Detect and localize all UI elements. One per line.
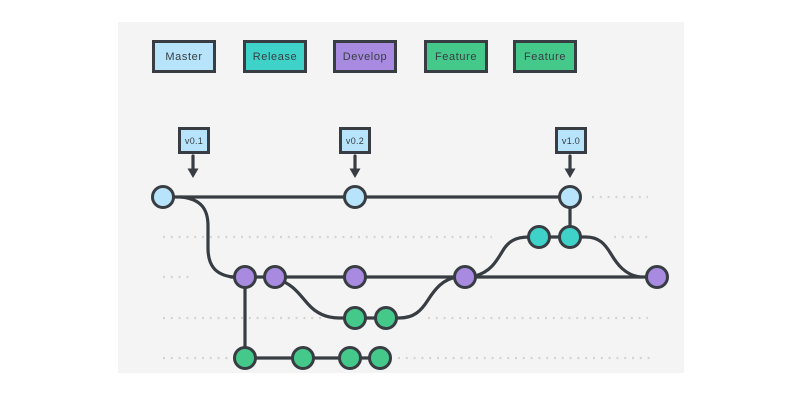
commit-develop [263,265,287,289]
legend-item-develop: Develop [333,40,397,73]
down-arrow-icon [349,168,361,178]
tag-label: v0.1 [184,135,204,146]
merge-curve-feature1-to-develop [384,275,459,320]
tag-v0.1: v0.1 [178,127,210,154]
tag-v1.0: v1.0 [555,127,587,154]
legend-item-release: Release [243,40,307,73]
commit-master [558,185,582,209]
branch-curve-develop-to-feature1 [275,277,395,320]
commit-develop [233,265,257,289]
legend-label: Feature [523,50,567,63]
commit-develop [453,265,477,289]
commit-release [527,225,551,249]
commits-layer [151,185,669,370]
merge-curve-release-to-develop [568,235,642,279]
commit-release [558,225,582,249]
tag-v0.2: v0.2 [339,127,371,154]
tag-label: v0.2 [345,135,365,146]
branch-curve-master-to-develop [179,195,235,279]
commit-feature [233,346,257,370]
down-arrow-icon [187,168,199,178]
commit-master [343,185,367,209]
commit-feature [374,306,398,330]
legend-item-feature-1: Feature [424,40,488,73]
commit-feature [368,346,392,370]
commit-feature [343,306,367,330]
down-arrow-icon [564,168,576,178]
legend-label: Release [252,50,298,63]
commit-feature [291,346,315,370]
commit-develop [645,265,669,289]
legend-label: Master [165,50,203,63]
commit-develop [343,265,367,289]
dotted-lane-lines [163,195,650,360]
branch-curve-develop-to-release [473,235,572,278]
tag-arrows [187,154,576,178]
legend-item-feature-2: Feature [513,40,577,73]
branch-lines [161,195,659,360]
tag-label: v1.0 [561,135,581,146]
commit-master [151,185,175,209]
legend-item-master: Master [152,40,216,73]
commit-feature [338,346,362,370]
legend-label: Develop [342,50,388,63]
legend-label: Feature [434,50,478,63]
